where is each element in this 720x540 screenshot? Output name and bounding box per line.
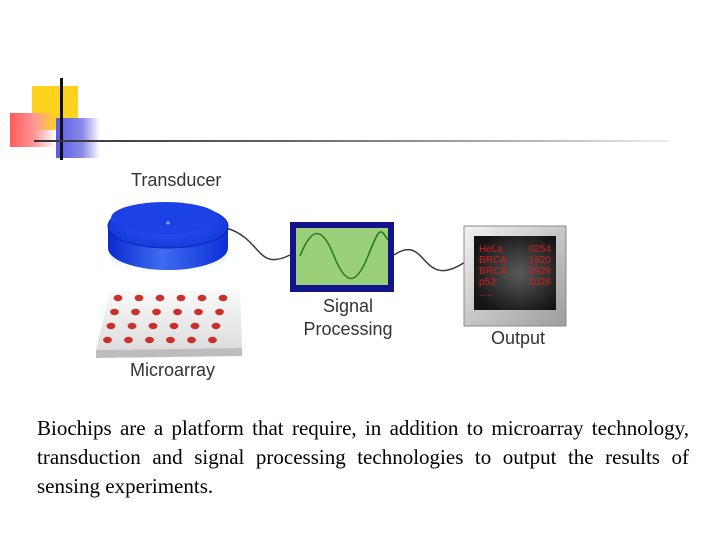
- output-row-name: BRCA: [479, 255, 507, 266]
- microarray-spot: [194, 308, 203, 316]
- microarray-spot: [187, 336, 196, 344]
- signal-waveform: [299, 231, 389, 280]
- caption-text: Biochips are a platform that require, in…: [37, 416, 689, 498]
- signal-label-line1: Signal: [323, 296, 373, 316]
- microarray-icon: [96, 290, 242, 358]
- microarray-label: Microarray: [130, 360, 215, 380]
- transducer-icon: [107, 202, 229, 280]
- accent-square-blue: [56, 118, 100, 158]
- microarray-spot: [131, 308, 140, 316]
- output-row-more: .....: [479, 288, 493, 299]
- microarray-spot: [166, 336, 175, 344]
- output-label: Output: [491, 328, 545, 348]
- output-row-value: 1920: [529, 255, 552, 266]
- output-row-value: 1026: [529, 277, 552, 288]
- output-row-value: 0254: [529, 244, 552, 255]
- output-row-name: BRCA: [479, 266, 507, 277]
- microarray-spot: [190, 322, 200, 330]
- microarray-spot: [110, 308, 119, 316]
- microarray-spot: [169, 322, 179, 330]
- microarray-spot: [152, 308, 161, 316]
- title-underline: [34, 140, 670, 142]
- microarray-spot: [106, 322, 116, 330]
- output-row-name: HeLa: [479, 244, 503, 255]
- microarray-spot: [145, 336, 154, 344]
- microarray-spot: [134, 294, 144, 302]
- cable-processor-to-output: [393, 248, 466, 272]
- signal-processing-icon: [290, 222, 394, 292]
- output-row-name: p53: [479, 277, 496, 288]
- microarray-spot: [211, 322, 221, 330]
- microarray-spot: [197, 294, 207, 302]
- accent-vertical-line: [60, 78, 63, 160]
- microarray-spot: [127, 322, 137, 330]
- microarray-spot: [103, 336, 112, 344]
- output-row-value: 2929: [529, 266, 552, 277]
- microarray-spot: [173, 308, 182, 316]
- microarray-spot: [148, 322, 158, 330]
- microarray-spot: [215, 308, 224, 316]
- microarray-spot: [113, 294, 123, 302]
- microarray-spot: [124, 336, 133, 344]
- microarray-spot: [176, 294, 186, 302]
- signal-label-line2: Processing: [303, 319, 392, 339]
- microarray-spot: [208, 336, 217, 344]
- microarray-spot: [218, 294, 228, 302]
- transducer-label: Transducer: [131, 170, 221, 190]
- cable-transducer-to-processor: [225, 227, 291, 261]
- microarray-spot: [155, 294, 165, 302]
